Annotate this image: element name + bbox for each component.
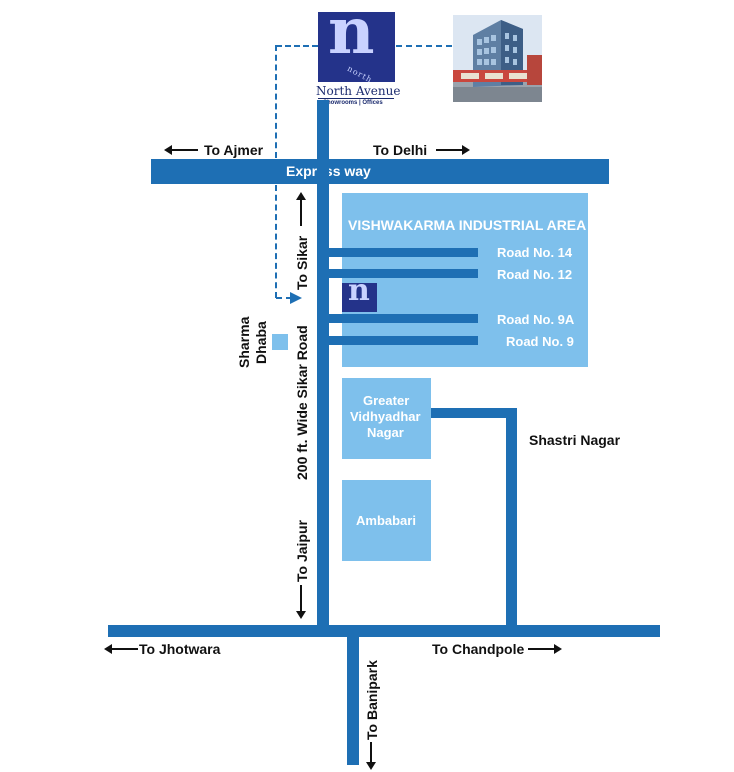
road-no-14-line: [329, 248, 478, 257]
arrow-right-icon: [436, 145, 470, 155]
sharma-label-1: Sharma: [236, 316, 252, 368]
dashed-route-bottom: [276, 297, 292, 299]
sharma-dhaba-marker: [272, 334, 288, 350]
greater-vidhyadhar-label-1: Greater: [363, 393, 410, 408]
road-no-9a-label: Road No. 9A: [497, 312, 575, 327]
brand-name: North Avenue: [316, 84, 401, 98]
arrow-up-icon: [296, 192, 306, 226]
greater-vidhyadhar-block: [342, 378, 431, 459]
arrow-left-icon: [164, 145, 198, 155]
logo-letter: n: [328, 12, 375, 69]
sikar-road: [317, 100, 329, 630]
arrow-right-icon-bottom: [528, 644, 562, 654]
to-jhotwara-label: To Jhotwara: [139, 641, 221, 657]
brand-tagline: Showrooms | Offices: [323, 100, 383, 106]
to-chandpole-label: To Chandpole: [432, 641, 525, 657]
north-avenue-small-logo: n: [342, 283, 377, 312]
dashed-route-left-lower: [275, 185, 277, 298]
road-no-12-label: Road No. 12: [497, 267, 573, 282]
industrial-area-title: VISHWAKARMA INDUSTRIAL AREA: [348, 217, 587, 233]
road-no-12-line: [329, 269, 478, 278]
arrow-left-icon-bottom: [104, 644, 138, 654]
expressway: [151, 159, 609, 184]
banipark-road: [347, 633, 359, 765]
to-sikar-label: To Sikar: [294, 235, 310, 290]
shastri-road-horizontal: [431, 408, 517, 418]
dashed-route-top: [276, 45, 318, 47]
arrow-down-icon: [296, 585, 306, 619]
road-no-9-line: [329, 336, 478, 345]
ambabari-block: [342, 480, 431, 561]
to-jaipur-label: To Jaipur: [294, 520, 310, 582]
sharma-label-2: Dhaba: [253, 321, 269, 364]
dashed-route-top-right: [396, 45, 452, 47]
bottom-cross-road: [108, 625, 660, 637]
to-delhi-label: To Delhi: [373, 142, 428, 158]
road-no-9-label: Road No. 9: [506, 334, 574, 349]
to-ajmer-label: To Ajmer: [204, 142, 264, 158]
north-avenue-logo: n north: [318, 12, 395, 82]
greater-vidhyadhar-label-2: Vidhyadhar: [350, 409, 421, 424]
road-no-9a-line: [329, 314, 478, 323]
sikar-road-label: 200 ft. Wide Sikar Road: [294, 325, 310, 480]
dashed-route-left-upper: [275, 45, 277, 158]
ambabari-label: Ambabari: [356, 513, 416, 528]
brand-rule: [318, 98, 394, 99]
to-banipark-label: To Banipark: [364, 660, 380, 740]
greater-vidhyadhar-label-3: Nagar: [367, 425, 404, 440]
shastri-road-vertical: [506, 408, 517, 630]
arrow-down-icon-bottom: [366, 742, 376, 770]
shastri-nagar-label: Shastri Nagar: [529, 432, 621, 448]
dashed-arrow-head-icon: [290, 292, 302, 304]
road-no-14-label: Road No. 14: [497, 245, 573, 260]
building-photo-icon: [453, 15, 542, 102]
small-logo-letter: n: [348, 283, 370, 308]
